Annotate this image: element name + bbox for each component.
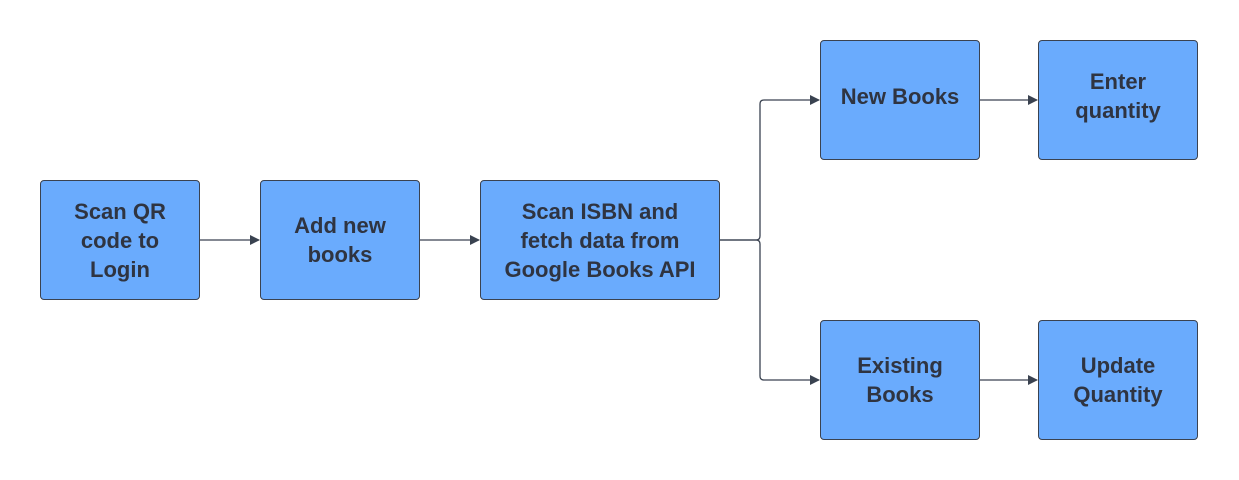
node-label: Add new books xyxy=(294,213,386,267)
node-scan-isbn: Scan ISBN and fetch data from Google Boo… xyxy=(480,180,720,300)
node-existing-books: Existing Books xyxy=(820,320,980,440)
node-label: Existing Books xyxy=(857,353,943,407)
node-label: New Books xyxy=(840,83,960,109)
node-label: Enter quantity xyxy=(1075,69,1161,123)
node-enter-quantity: Enter quantity xyxy=(1038,40,1198,160)
node-new-books: New Books xyxy=(820,40,980,160)
node-label: Update Quantity xyxy=(1073,353,1163,407)
node-label: Scan ISBN and fetch data from Google Boo… xyxy=(504,198,696,282)
node-label: Scan QR code to Login xyxy=(74,198,166,282)
node-scan-qr-login: Scan QR code to Login xyxy=(40,180,200,300)
edge-scan-isbn-to-existing-books xyxy=(720,239,820,385)
node-add-new-books: Add new books xyxy=(260,180,420,300)
edge-scan-isbn-to-new-books xyxy=(720,95,820,241)
node-update-quantity: Update Quantity xyxy=(1038,320,1198,440)
